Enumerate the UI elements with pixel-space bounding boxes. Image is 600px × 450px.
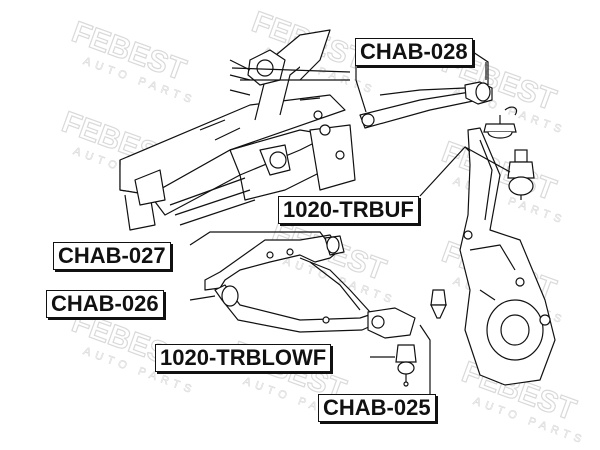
upper-ball-joint [483,115,517,139]
label-1020-trbuf: 1020-TRBUF [278,196,419,224]
label-chab-028: CHAB-028 [355,38,473,66]
lower-control-arm [204,234,416,339]
label-chab-027: CHAB-027 [53,242,171,270]
upper-control-arm [359,81,518,129]
label-chab-026: CHAB-026 [46,290,164,318]
label-1020-trblowf: 1020-TRBLOWF [155,344,332,372]
lower-ball-joint-stud [430,289,447,319]
steering-knuckle [459,127,556,386]
leader-lines [189,49,511,395]
frame-rail [119,29,356,231]
ball-joint-1020-trbuf [507,149,535,200]
ball-joint-1020-trblowf [395,344,417,387]
label-chab-025: CHAB-025 [318,394,436,422]
